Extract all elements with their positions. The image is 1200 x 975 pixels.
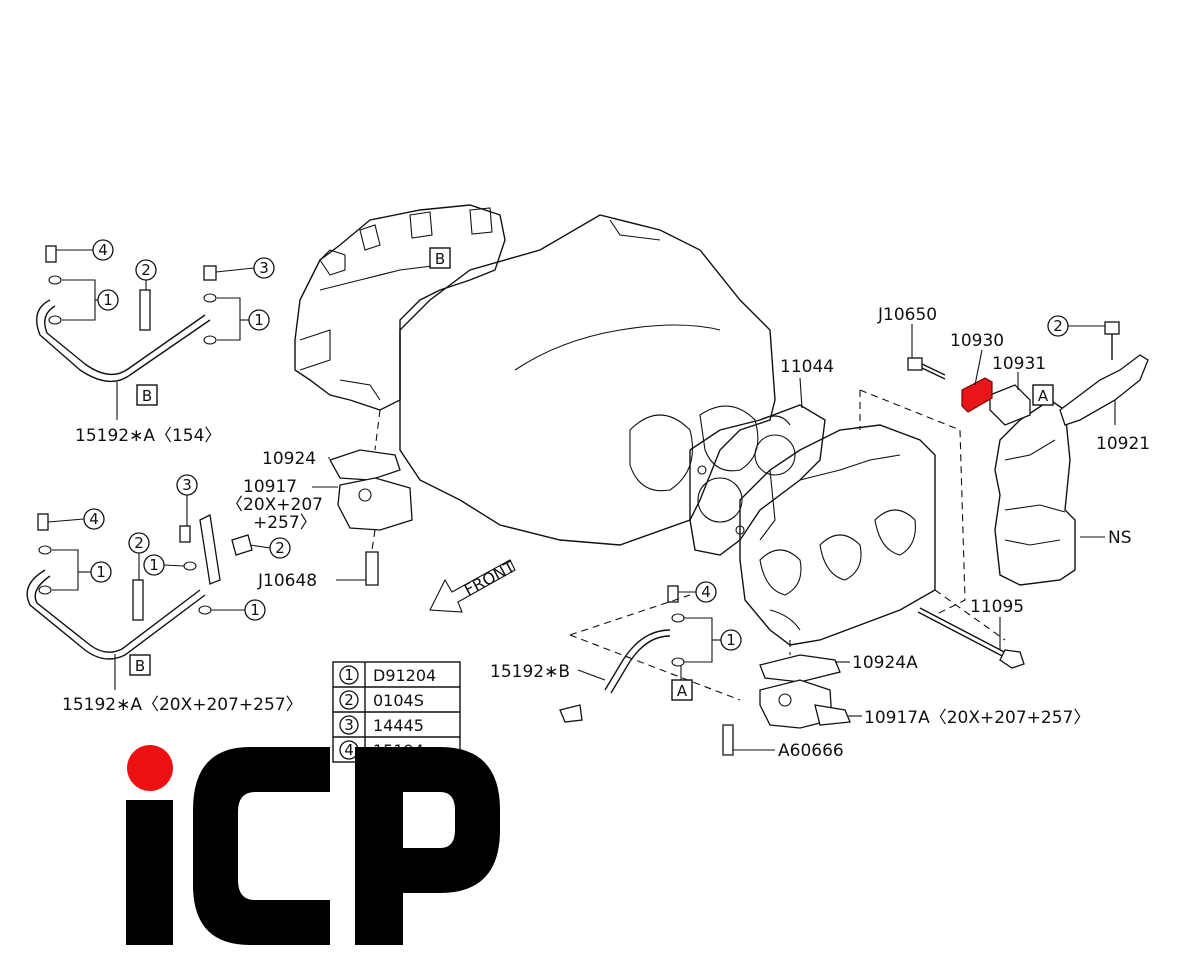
label-11044: 11044: [780, 357, 834, 377]
callout-1-f: 1: [726, 631, 736, 649]
highlighted-part-10930: [961, 377, 993, 413]
ref-box-b-left-lower: B: [135, 657, 145, 675]
left-cylinder-head: B: [294, 204, 506, 451]
bolt-11095: [917, 607, 1025, 669]
logo-dot: [127, 745, 173, 791]
callout-2-b: 2: [134, 534, 144, 552]
legend-part: D91204: [373, 666, 436, 685]
leader-lines: [312, 324, 1116, 751]
logo-letter-i: [126, 800, 173, 945]
ref-box-b-top: B: [435, 250, 445, 268]
callout-2-d: 2: [1053, 317, 1063, 335]
legend-part: 14445: [373, 716, 424, 735]
label-10917a: 10917A〈20X+207+257〉: [864, 708, 1090, 728]
callout-1-c: 1: [96, 563, 106, 581]
label-10924: 10924: [262, 449, 316, 469]
label-10917: 10917: [243, 477, 297, 497]
label-j10648: J10648: [257, 571, 317, 591]
engine-block: [399, 214, 791, 546]
callout-2-a: 2: [141, 261, 151, 279]
legend-row: 1 D91204: [339, 665, 436, 685]
legend-part: 0104S: [373, 691, 424, 710]
bolt-j10650: [907, 357, 946, 380]
icp-logo: [126, 745, 500, 945]
label-a60666: A60666: [778, 741, 844, 761]
label-15192a-154: 15192∗A〈154〉: [75, 426, 221, 446]
pipe-15192b: A: [559, 585, 741, 723]
pipe-15192a-20x: B: [26, 513, 253, 690]
head-gasket: [689, 404, 826, 556]
front-arrow: FRONT: [429, 557, 518, 613]
label-15192a-20x: 15192∗A〈20X+207+257〉: [62, 695, 303, 715]
callout-1-e: 1: [250, 601, 260, 619]
legend-row: 2 0104S: [339, 690, 424, 710]
callout-2-c: 2: [275, 539, 285, 557]
callout-3-a: 3: [259, 259, 269, 277]
label-10921: 10921: [1096, 434, 1150, 454]
callout-4-c: 4: [701, 583, 711, 601]
label-10930: 10930: [950, 331, 1004, 351]
solenoid-10921: [1059, 321, 1149, 426]
ref-box-a-right: A: [1038, 387, 1049, 405]
label-j10650: J10650: [877, 305, 937, 325]
callout-1-b: 1: [254, 311, 264, 329]
label-11095: 11095: [970, 597, 1024, 617]
callout-4-b: 4: [89, 510, 99, 528]
legend-num: 4: [344, 741, 354, 759]
label-10931: 10931: [992, 354, 1046, 374]
logo-letter-c: [193, 747, 330, 945]
legend-num: 1: [344, 666, 354, 684]
part-labels: 15192∗A〈154〉 15192∗A〈20X+207+257〉 15192∗…: [62, 305, 1150, 761]
label-15192b: 15192∗B: [490, 662, 570, 682]
legend-num: 3: [344, 716, 354, 734]
legend-num: 2: [344, 691, 354, 709]
ref-box-b-left-upper: B: [142, 387, 152, 405]
label-10924a: 10924A: [852, 653, 918, 673]
callout-1-a: 1: [103, 291, 113, 309]
right-cylinder-head: [739, 389, 1006, 646]
ref-box-a-lower: A: [677, 682, 688, 700]
callout-circles: 4 1 2 3 1 4 1 2 3 1 2 1 4 1 2: [47, 239, 1105, 651]
front-label: FRONT: [461, 557, 518, 600]
oil-pump-upper: [329, 449, 413, 586]
logo-letter-p: [355, 747, 500, 945]
oil-pump-lower: [722, 640, 851, 756]
legend-row: 3 14445: [339, 715, 424, 735]
avcs-housing: A: [994, 384, 1105, 586]
label-ns: NS: [1108, 528, 1132, 548]
callout-1-d: 1: [149, 556, 159, 574]
callout-4-a: 4: [98, 241, 108, 259]
gasket-10931: [989, 384, 1031, 426]
pipe-15192a-154: B: [36, 245, 241, 420]
label-10917-variant-2: +257〉: [253, 513, 317, 533]
label-10917-variant-1: 〈20X+207: [226, 495, 323, 515]
callout-3-b: 3: [182, 476, 192, 494]
